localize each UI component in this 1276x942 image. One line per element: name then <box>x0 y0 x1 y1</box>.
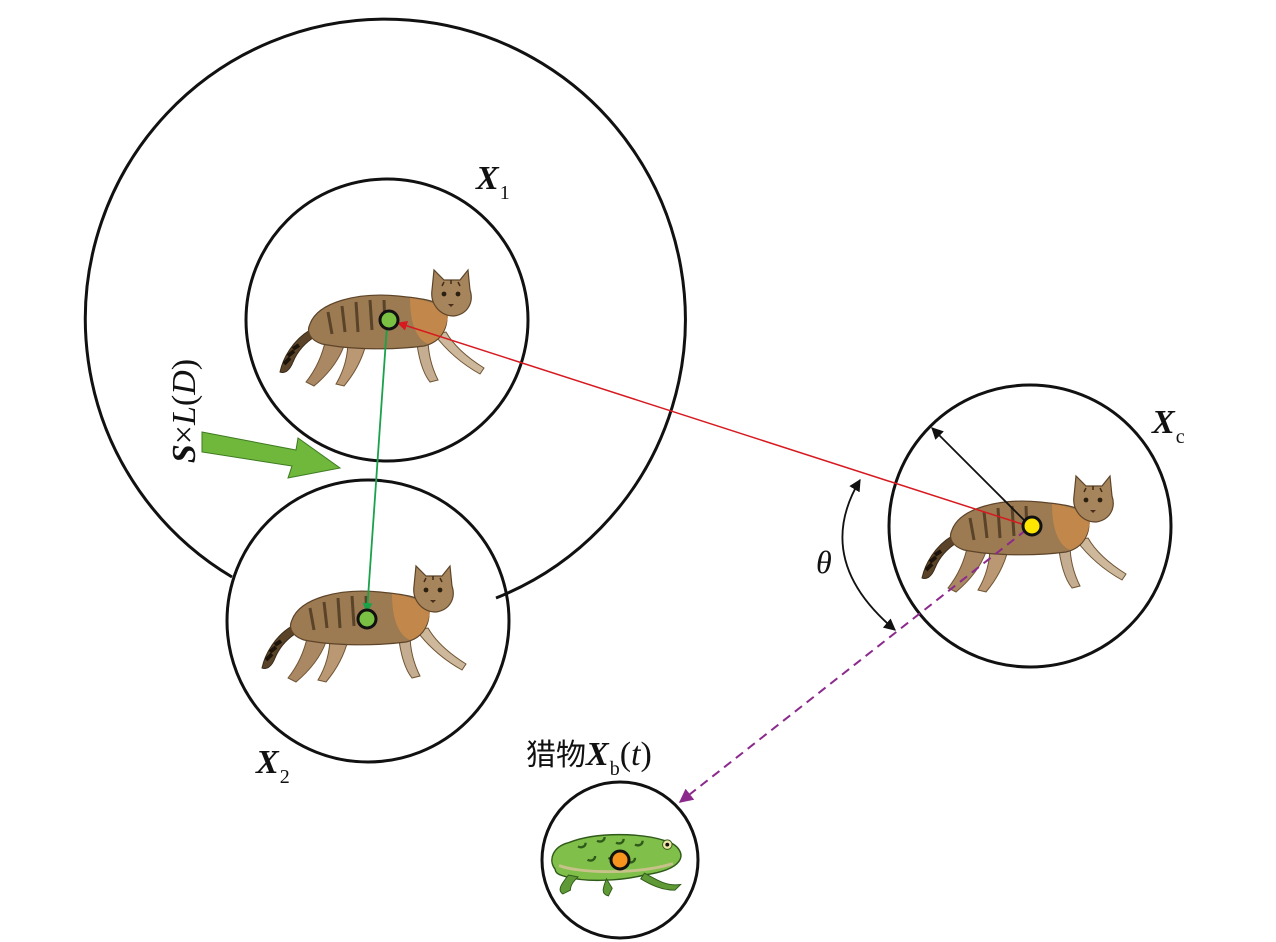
label-x1: X1 <box>476 160 510 204</box>
label-prey-close: ) <box>640 736 652 773</box>
label-step-close: ) <box>166 358 203 371</box>
purple-prey-arrow <box>678 529 1027 803</box>
label-xc-sub: c <box>1175 426 1185 448</box>
red-move-arrow <box>397 321 1029 527</box>
label-step-d: D <box>166 370 203 395</box>
radius-arrow <box>931 427 1031 527</box>
label-step: S×L(D) <box>166 306 204 516</box>
label-theta: θ <box>816 544 832 580</box>
label-step-s: S <box>166 444 203 464</box>
label-xc: Xc <box>1152 404 1185 448</box>
label-xc-main: X <box>1152 404 1175 441</box>
label-prey-sub: b <box>609 758 620 780</box>
prey-circle <box>540 780 700 940</box>
cat-icon <box>278 268 486 388</box>
angle-arc <box>841 478 896 631</box>
cat-x1-marker <box>378 309 400 331</box>
label-step-times: × <box>166 425 203 445</box>
label-prey-main: X <box>586 736 609 773</box>
label-prey: 猎物Xb(t) <box>526 730 652 780</box>
search-radius-circle <box>83 17 687 600</box>
label-prey-arg: t <box>631 736 641 773</box>
label-step-l: L <box>166 406 203 426</box>
label-x1-main: X <box>476 160 499 197</box>
step-direction-arrow-icon <box>201 431 342 479</box>
label-prey-prefix: 猎物 <box>526 738 586 773</box>
cat-icon <box>920 474 1128 594</box>
cat-x1-circle <box>244 177 530 463</box>
label-step-open: ( <box>166 394 203 407</box>
label-x2: X2 <box>256 744 290 788</box>
cat-x2-circle <box>225 478 511 764</box>
green-move-arrow <box>362 324 388 613</box>
label-x2-sub: 2 <box>279 766 290 788</box>
cat-x2-marker <box>356 608 378 630</box>
label-x1-sub: 1 <box>499 182 510 204</box>
prey-marker <box>609 849 631 871</box>
label-prey-open: ( <box>619 736 632 773</box>
cat-xc-marker <box>1021 515 1043 537</box>
label-x2-main: X <box>256 744 279 781</box>
